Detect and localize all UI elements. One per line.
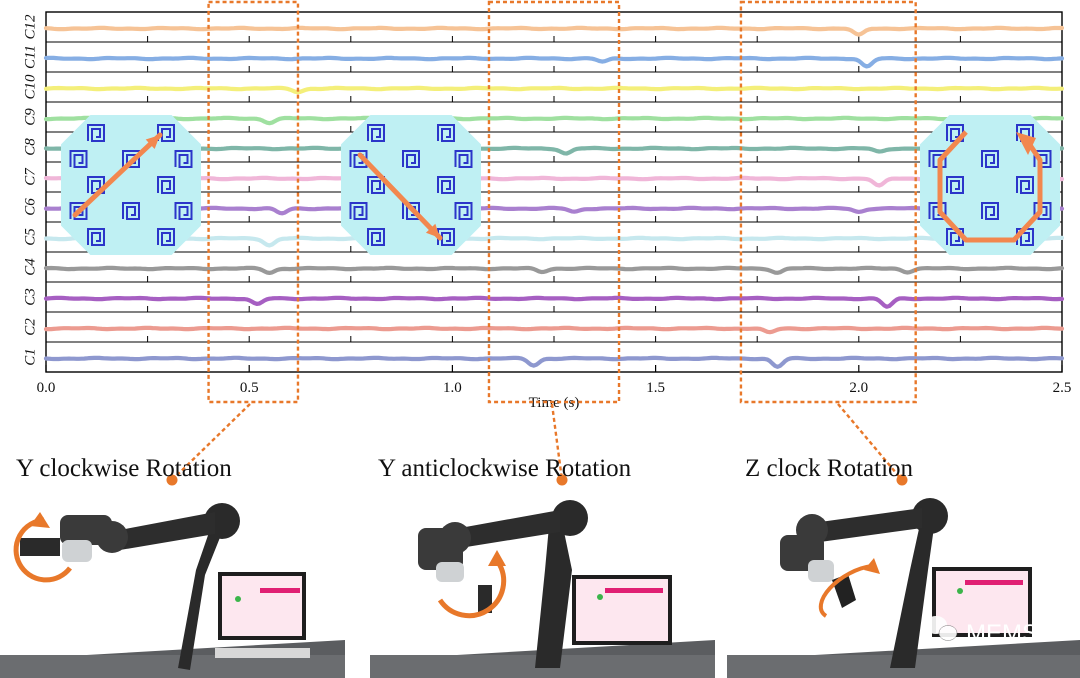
channel-label-c7: C7 (22, 167, 38, 186)
channel-label-c2: C2 (22, 318, 38, 336)
trace-c4 (43, 265, 1065, 275)
channel-label-c10: C10 (22, 74, 38, 100)
highlight-window (739, 0, 917, 404)
spiral-electrode-icon (87, 228, 105, 246)
spiral-electrode-icon (174, 202, 193, 220)
leader-dot (556, 474, 568, 486)
x-tick-label: 1.0 (443, 380, 462, 396)
direction-arrow (72, 132, 163, 218)
trace-c11 (43, 55, 1065, 69)
caption-z-clock: Z clock Rotation (745, 455, 914, 482)
channel-label-c12: C12 (22, 14, 38, 40)
channel-label-c11: C11 (22, 45, 38, 69)
watermark: MEMS (925, 616, 1038, 647)
spiral-electrode-icon (454, 150, 473, 168)
spiral-electrode-icon (157, 228, 175, 246)
trace-c6 (43, 205, 1065, 216)
spiral-electrode-icon (87, 176, 105, 194)
spiral-electrode-icon (367, 124, 385, 142)
spiral-electrode-icon (946, 228, 964, 246)
spiral-electrode-icon (437, 124, 455, 142)
arrow-head (425, 223, 440, 238)
watermark-text: MEMS (966, 620, 1038, 647)
channel-label-c4: C4 (22, 258, 38, 276)
spiral-electrode-icon (437, 228, 455, 246)
photo-z-clock (727, 490, 1080, 678)
spiral-electrode-icon (402, 150, 420, 168)
trace-c7 (43, 175, 1065, 188)
photo-panels (0, 490, 1080, 678)
spiral-electrode-icon (454, 202, 473, 220)
channel-label-c9: C9 (22, 108, 38, 126)
x-tick-label: 0.0 (37, 380, 56, 396)
inset-diagonal-up (61, 115, 201, 255)
channel-label-c1: C1 (22, 348, 38, 366)
wechat-icon (925, 616, 958, 641)
trace-c8 (43, 145, 1065, 156)
spiral-electrode-icon (367, 176, 385, 194)
spiral-electrode-icon (437, 176, 455, 194)
signal-chart: C1 C2 C3 C4 C5 C6 C7 C8 C9 C10 C11 C12 0.0 0.5 1.0 1.5 2… (22, 0, 1072, 486)
photo-y-anticlockwise (370, 490, 715, 678)
spiral-electrode-icon (946, 176, 964, 194)
trace-c2 (43, 325, 1065, 335)
spiral-electrode-icon (157, 176, 175, 194)
spiral-electrode-icon (349, 202, 368, 220)
spiral-electrode-icon (157, 124, 175, 142)
x-tick-label: 2.0 (849, 380, 868, 396)
arrow-head (1016, 132, 1036, 155)
x-tick-label: 1.5 (646, 380, 665, 396)
spiral-electrode-icon (1016, 176, 1034, 194)
photo-y-clockwise (0, 490, 345, 678)
spiral-electrode-icon (69, 202, 88, 220)
spiral-electrode-icon (981, 150, 999, 168)
spiral-electrode-icon (87, 124, 105, 142)
arrow-head (145, 135, 160, 150)
spiral-electrode-icon (367, 228, 385, 246)
direction-arrow (357, 152, 443, 241)
channel-label-c8: C8 (22, 138, 38, 156)
channel-label-c6: C6 (22, 198, 38, 216)
inset-rotation (920, 115, 1060, 255)
leader-line (550, 403, 564, 481)
caption-y-anticlockwise: Y anticlockwise Rotation (378, 455, 632, 482)
leader-dot (166, 474, 178, 486)
spiral-electrode-icon (981, 202, 999, 220)
highlight-window (487, 0, 621, 404)
trace-c1 (43, 355, 1065, 369)
channel-label-c3: C3 (22, 288, 38, 306)
x-tick-label: 2.5 (1053, 380, 1072, 396)
trace-c12 (43, 25, 1065, 37)
trace-c5 (43, 235, 1065, 248)
highlight-window (207, 0, 300, 404)
spiral-electrode-icon (174, 150, 193, 168)
x-tick-label: 0.5 (240, 380, 259, 396)
trace-c9 (43, 115, 1065, 126)
spiral-electrode-icon (122, 202, 140, 220)
rotation-path (937, 130, 1043, 243)
captions: Y clockwise Rotation Y anticlockwise Rot… (16, 455, 914, 482)
channel-label-c5: C5 (22, 228, 38, 246)
inset-diagonal-down (341, 115, 481, 255)
leader-line (837, 403, 903, 481)
leader-dot (896, 474, 908, 486)
spiral-electrode-icon (946, 124, 964, 142)
caption-y-clockwise: Y clockwise Rotation (16, 455, 232, 482)
spiral-electrode-icon (69, 150, 88, 168)
trace-c10 (43, 85, 1065, 95)
trace-c3 (43, 295, 1065, 309)
